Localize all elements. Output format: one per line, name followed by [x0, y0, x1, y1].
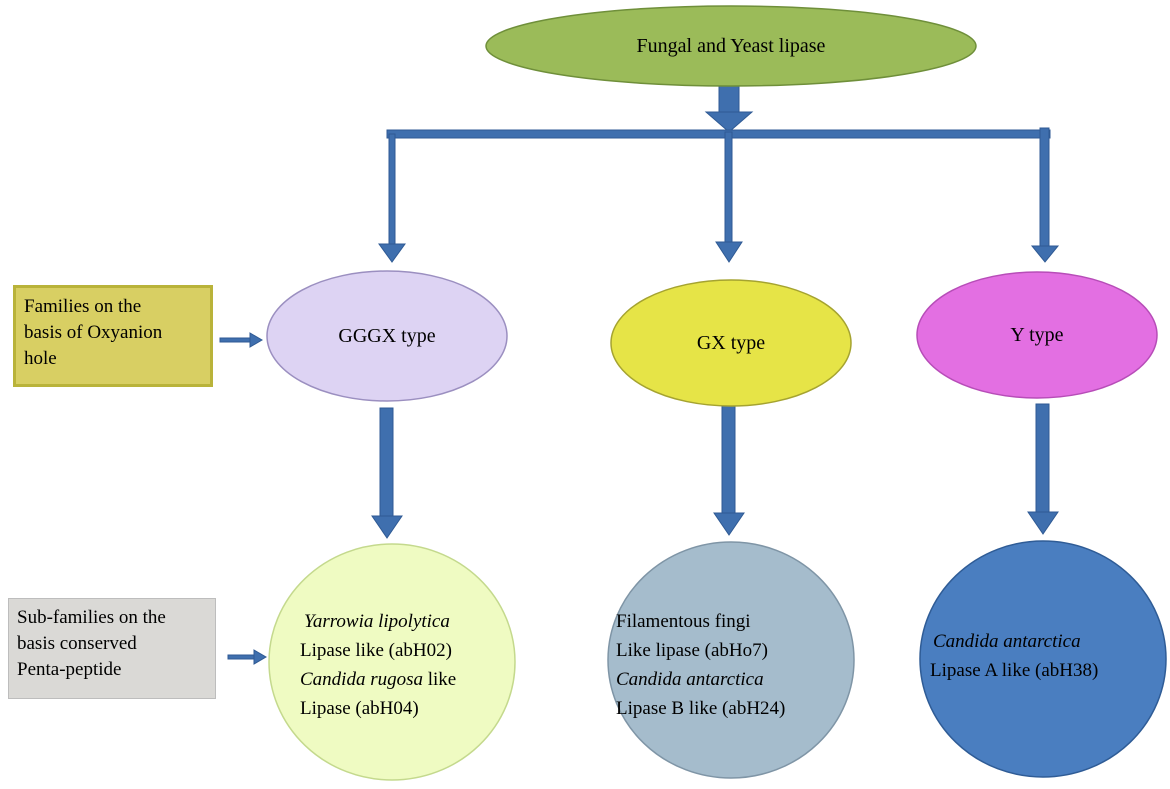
subfamily-text-y: Candida antarctica Lipase A like (abH38) — [930, 624, 1150, 688]
families-label-line-2: basis of Oxyanion — [24, 322, 163, 343]
subfamily-y-line-1: Candida antarctica — [933, 631, 1081, 652]
subfamily-gx-line-2: Like lipase (abHo7) — [616, 640, 768, 661]
gx-down-shaft — [721, 404, 736, 514]
subfamily-gggx-line-3-rest: like — [423, 669, 457, 690]
gx-down-arrow-head — [713, 512, 745, 536]
family-node-y — [916, 271, 1158, 399]
root-arrow-shaft — [718, 85, 740, 113]
right-branch-arrow-head — [1030, 245, 1060, 263]
subfamily-node-gggx — [268, 543, 516, 781]
root-arrow-head — [704, 111, 754, 133]
middle-branch-shaft — [724, 131, 733, 243]
subfamily-gggx-line-3: Candida rugosa like — [300, 665, 500, 694]
subfamily-gx-line-3: Candida antarctica — [616, 669, 764, 690]
subfamily-text-gggx: Yarrowia lipolytica Lipase like (abH02) … — [300, 600, 500, 730]
subfamily-gggx-line-2: Lipase like (abH02) — [300, 640, 452, 661]
families-label-arrow-shaft — [219, 337, 251, 343]
left-branch-shaft — [388, 133, 396, 245]
subfamily-node-gx — [607, 541, 855, 779]
subfamily-y-line-2: Lipase A like (abH38) — [930, 660, 1099, 681]
subfamilies-label-line-2: basis conserved — [17, 633, 137, 654]
subfamily-gggx-line-4: Lipase (abH04) — [300, 698, 419, 719]
families-label-line-3: hole — [24, 348, 57, 369]
left-branch-arrow-head — [378, 243, 406, 263]
families-label-line-1: Families on the — [24, 296, 142, 317]
subfamily-gggx-line-3-italic: Candida rugosa — [300, 669, 423, 690]
y-down-shaft — [1035, 403, 1050, 513]
y-down-arrow-head — [1027, 511, 1059, 535]
subfamilies-label-arrow-head — [253, 649, 267, 665]
gggx-down-shaft — [379, 407, 394, 517]
root-node — [485, 5, 977, 87]
subfamilies-label-line-3: Penta-peptide — [17, 659, 122, 680]
subfamily-gggx-line-1: Yarrowia lipolytica — [304, 611, 450, 632]
families-label-arrow-head — [249, 332, 263, 348]
horizontal-connector — [386, 129, 1051, 139]
subfamily-gx-line-1: Filamentous fingi — [616, 611, 751, 632]
middle-branch-arrow-head — [715, 241, 743, 263]
family-node-gx — [610, 279, 852, 407]
families-label-box: Families on the basis of Oxyanion hole — [13, 285, 213, 387]
subfamilies-label-arrow-shaft — [227, 654, 255, 660]
subfamily-node-y — [919, 540, 1167, 778]
gggx-down-arrow-head — [371, 515, 403, 539]
family-node-gggx — [266, 270, 508, 402]
subfamily-text-gx: Filamentous fingi Like lipase (abHo7) Ca… — [616, 600, 846, 730]
subfamilies-label-box: Sub-families on the basis conserved Pent… — [8, 598, 216, 699]
connector-lines — [219, 85, 1060, 665]
subfamilies-label-line-1: Sub-families on the — [17, 607, 166, 628]
right-branch-shaft — [1039, 127, 1050, 247]
subfamily-gx-line-4: Lipase B like (abH24) — [616, 698, 786, 719]
